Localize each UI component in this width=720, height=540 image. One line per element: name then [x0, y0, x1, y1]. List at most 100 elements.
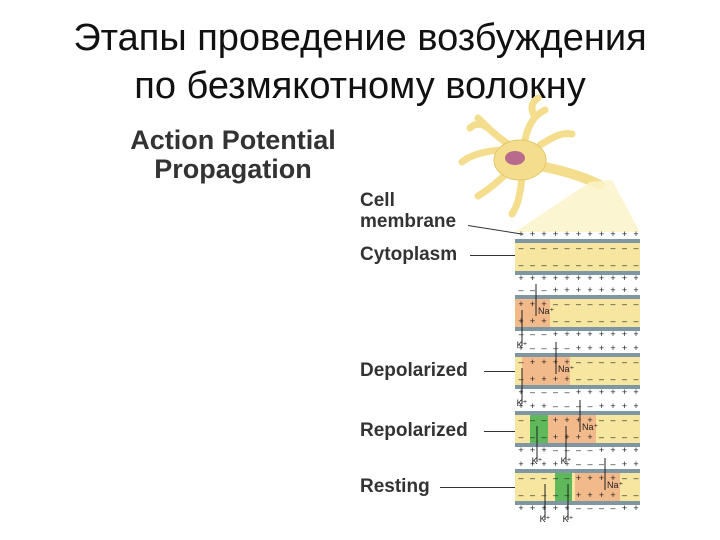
- outer-charge-top-4-2: +: [530, 401, 535, 411]
- inner-charge-top-3-8: –: [599, 357, 604, 367]
- inner-charge-bottom-4-10: –: [622, 432, 627, 442]
- slide-title: Этапы проведение возбуждения по безмякот…: [0, 14, 720, 110]
- inner-charge-bottom-4-7: +: [587, 432, 592, 442]
- inner-charge-bottom-1-1: –: [518, 260, 523, 270]
- outer-charge-bottom-5-3: +: [541, 503, 546, 513]
- inner-charge-bottom-2-11: –: [633, 316, 638, 326]
- outer-charge-top-4-4: –: [553, 401, 558, 411]
- depolarized-leader-line: [484, 371, 522, 372]
- outer-charge-top-5-7: –: [587, 459, 592, 469]
- inner-charge-top-3-1: –: [518, 357, 523, 367]
- outer-charge-top-5-4: +: [553, 459, 558, 469]
- inner-charge-bottom-1-6: –: [576, 260, 581, 270]
- inner-charge-top-3-4: +: [553, 357, 558, 367]
- outer-charge-top-4-7: –: [587, 401, 592, 411]
- potassium-label-4: K⁺: [532, 456, 543, 466]
- outer-charge-top-2-7: +: [587, 285, 592, 295]
- repolarized-leader-line: [484, 431, 522, 432]
- outer-charge-bottom-4-7: –: [587, 445, 592, 455]
- outer-charge-bottom-4-5: –: [564, 445, 569, 455]
- outer-charge-bottom-2-5: +: [564, 329, 569, 339]
- inner-charge-bottom-2-9: –: [610, 316, 615, 326]
- outer-charge-bottom-3-2: –: [530, 387, 535, 397]
- inner-charge-bottom-2-6: –: [576, 316, 581, 326]
- dendrite-3: [521, 106, 549, 144]
- inner-charge-bottom-3-2: +: [530, 374, 535, 384]
- inner-charge-bottom-1-8: –: [599, 260, 604, 270]
- inner-charge-top-1-3: –: [541, 243, 546, 253]
- dendrite-4: [536, 130, 576, 149]
- inner-charge-top-1-5: –: [564, 243, 569, 253]
- inner-charge-bottom-3-4: +: [553, 374, 558, 384]
- outer-charge-bottom-1-2: +: [530, 273, 535, 283]
- inner-charge-bottom-4-8: –: [599, 432, 604, 442]
- dendrite-8: [528, 94, 542, 119]
- outer-charge-top-4-6: –: [576, 401, 581, 411]
- outer-charge-bottom-1-4: +: [553, 273, 558, 283]
- inner-charge-bottom-5-10: –: [622, 490, 627, 500]
- inner-charge-top-1-6: –: [576, 243, 581, 253]
- inner-charge-top-4-11: –: [633, 415, 638, 425]
- inner-charge-bottom-3-8: –: [599, 374, 604, 384]
- outer-charge-top-1-10: +: [622, 229, 627, 239]
- inner-charge-top-5-2: –: [530, 473, 535, 483]
- depolarized-region-3: [522, 356, 570, 386]
- outer-charge-bottom-1-3: +: [541, 273, 546, 283]
- inner-charge-top-5-1: –: [518, 473, 523, 483]
- inner-charge-bottom-3-11: –: [633, 374, 638, 384]
- inner-charge-top-5-9: +: [610, 473, 615, 483]
- outer-charge-top-3-10: +: [622, 343, 627, 353]
- inner-charge-bottom-4-2: –: [530, 432, 535, 442]
- outer-charge-bottom-2-11: +: [633, 329, 638, 339]
- outer-charge-bottom-2-4: +: [553, 329, 558, 339]
- outer-charge-bottom-3-4: –: [553, 387, 558, 397]
- inner-charge-top-2-10: –: [622, 299, 627, 309]
- outer-charge-bottom-4-6: –: [576, 445, 581, 455]
- outer-charge-top-1-3: +: [541, 229, 546, 239]
- inner-charge-top-3-10: –: [622, 357, 627, 367]
- outer-charge-bottom-1-11: +: [633, 273, 638, 283]
- outer-charge-top-5-3: +: [541, 459, 546, 469]
- inner-charge-bottom-3-7: –: [587, 374, 592, 384]
- outer-charge-top-1-7: +: [587, 229, 592, 239]
- outer-charge-top-3-1: +: [518, 343, 523, 353]
- inner-charge-top-4-2: –: [530, 415, 535, 425]
- depolarized-region-2: [515, 298, 550, 328]
- magnification-cone: [515, 180, 640, 232]
- outer-charge-top-2-9: +: [610, 285, 615, 295]
- inner-charge-top-4-7: +: [587, 415, 592, 425]
- inner-charge-top-4-1: –: [518, 415, 523, 425]
- figure-title: Action Potential Propagation: [108, 126, 358, 184]
- outer-charge-top-1-11: +: [633, 229, 638, 239]
- outer-charge-bottom-5-6: –: [576, 503, 581, 513]
- inner-charge-top-5-3: –: [541, 473, 546, 483]
- inner-charge-top-5-8: +: [599, 473, 604, 483]
- outer-charge-top-3-8: +: [599, 343, 604, 353]
- potassium-label-5: K⁺: [540, 514, 551, 524]
- inner-charge-top-4-9: –: [610, 415, 615, 425]
- outer-charge-bottom-5-8: –: [599, 503, 604, 513]
- outer-charge-bottom-5-10: +: [622, 503, 627, 513]
- inner-charge-bottom-5-3: –: [541, 490, 546, 500]
- outer-charge-top-2-4: +: [553, 285, 558, 295]
- membrane-bottom-1: [515, 271, 640, 275]
- outer-charge-top-4-8: +: [599, 401, 604, 411]
- inner-charge-bottom-4-5: +: [564, 432, 569, 442]
- nucleus: [505, 151, 525, 165]
- depolarized-label: Depolarized: [360, 360, 468, 381]
- inner-charge-bottom-2-10: –: [622, 316, 627, 326]
- cell-membrane-label: Cell membrane: [360, 190, 456, 232]
- outer-charge-top-4-11: +: [633, 401, 638, 411]
- membrane-top-3: [515, 353, 640, 357]
- resting-leader-line: [440, 487, 522, 488]
- inner-charge-bottom-4-6: +: [576, 432, 581, 442]
- outer-charge-bottom-3-5: –: [564, 387, 569, 397]
- inner-charge-top-5-4: –: [553, 473, 558, 483]
- inner-charge-bottom-1-5: –: [564, 260, 569, 270]
- outer-charge-bottom-2-10: +: [622, 329, 627, 339]
- inner-charge-top-3-3: +: [541, 357, 546, 367]
- outer-charge-top-4-10: +: [622, 401, 627, 411]
- outer-charge-top-5-10: +: [622, 459, 627, 469]
- cytoplasm-label: Cytoplasm: [360, 244, 458, 265]
- outer-charge-bottom-3-9: +: [610, 387, 615, 397]
